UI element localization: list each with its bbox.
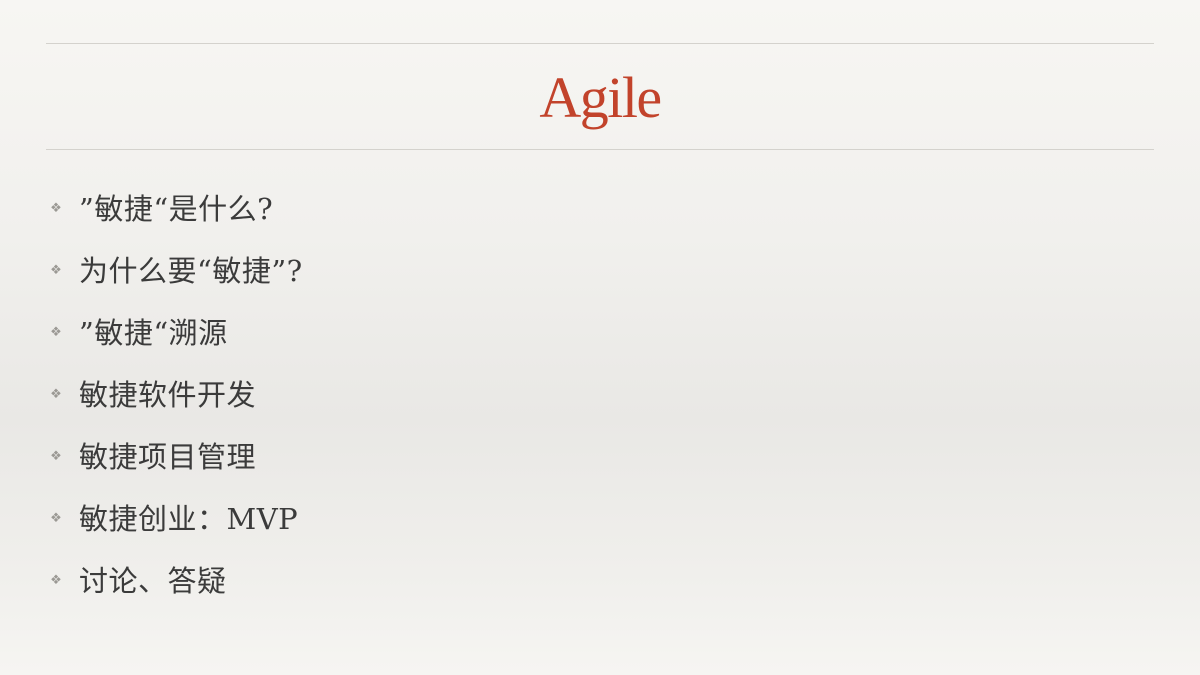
diamond-fleuron-icon: ❖ (50, 263, 62, 278)
list-item: ❖ ”敏捷“溯源 (48, 313, 748, 353)
bullet-label: ”敏捷“溯源 (79, 316, 228, 350)
diamond-fleuron-icon: ❖ (50, 511, 62, 526)
bullet-label: 为什么要“敏捷”? (79, 254, 303, 288)
title-divider (46, 149, 1154, 150)
diamond-fleuron-icon: ❖ (50, 201, 62, 216)
diamond-fleuron-icon: ❖ (50, 387, 62, 402)
bullet-label: 敏捷软件开发 (79, 378, 257, 412)
list-item: ❖ 敏捷软件开发 (48, 375, 748, 415)
list-item: ❖ 敏捷创业：MVP (48, 499, 748, 539)
bullet-label: 敏捷创业：MVP (79, 502, 299, 536)
bullet-label: ”敏捷“是什么? (79, 192, 274, 226)
bullet-label: 敏捷项目管理 (79, 440, 257, 474)
slide-title: Agile (539, 65, 662, 130)
list-item: ❖ 讨论、答疑 (48, 561, 748, 601)
list-item: ❖ ”敏捷“是什么? (48, 189, 748, 229)
diamond-fleuron-icon: ❖ (50, 573, 62, 588)
diamond-fleuron-icon: ❖ (50, 449, 62, 464)
diamond-fleuron-icon: ❖ (50, 325, 62, 340)
top-divider (46, 43, 1154, 44)
list-item: ❖ 敏捷项目管理 (48, 437, 748, 477)
list-item: ❖ 为什么要“敏捷”? (48, 251, 748, 291)
bullet-label: 讨论、答疑 (79, 564, 227, 598)
